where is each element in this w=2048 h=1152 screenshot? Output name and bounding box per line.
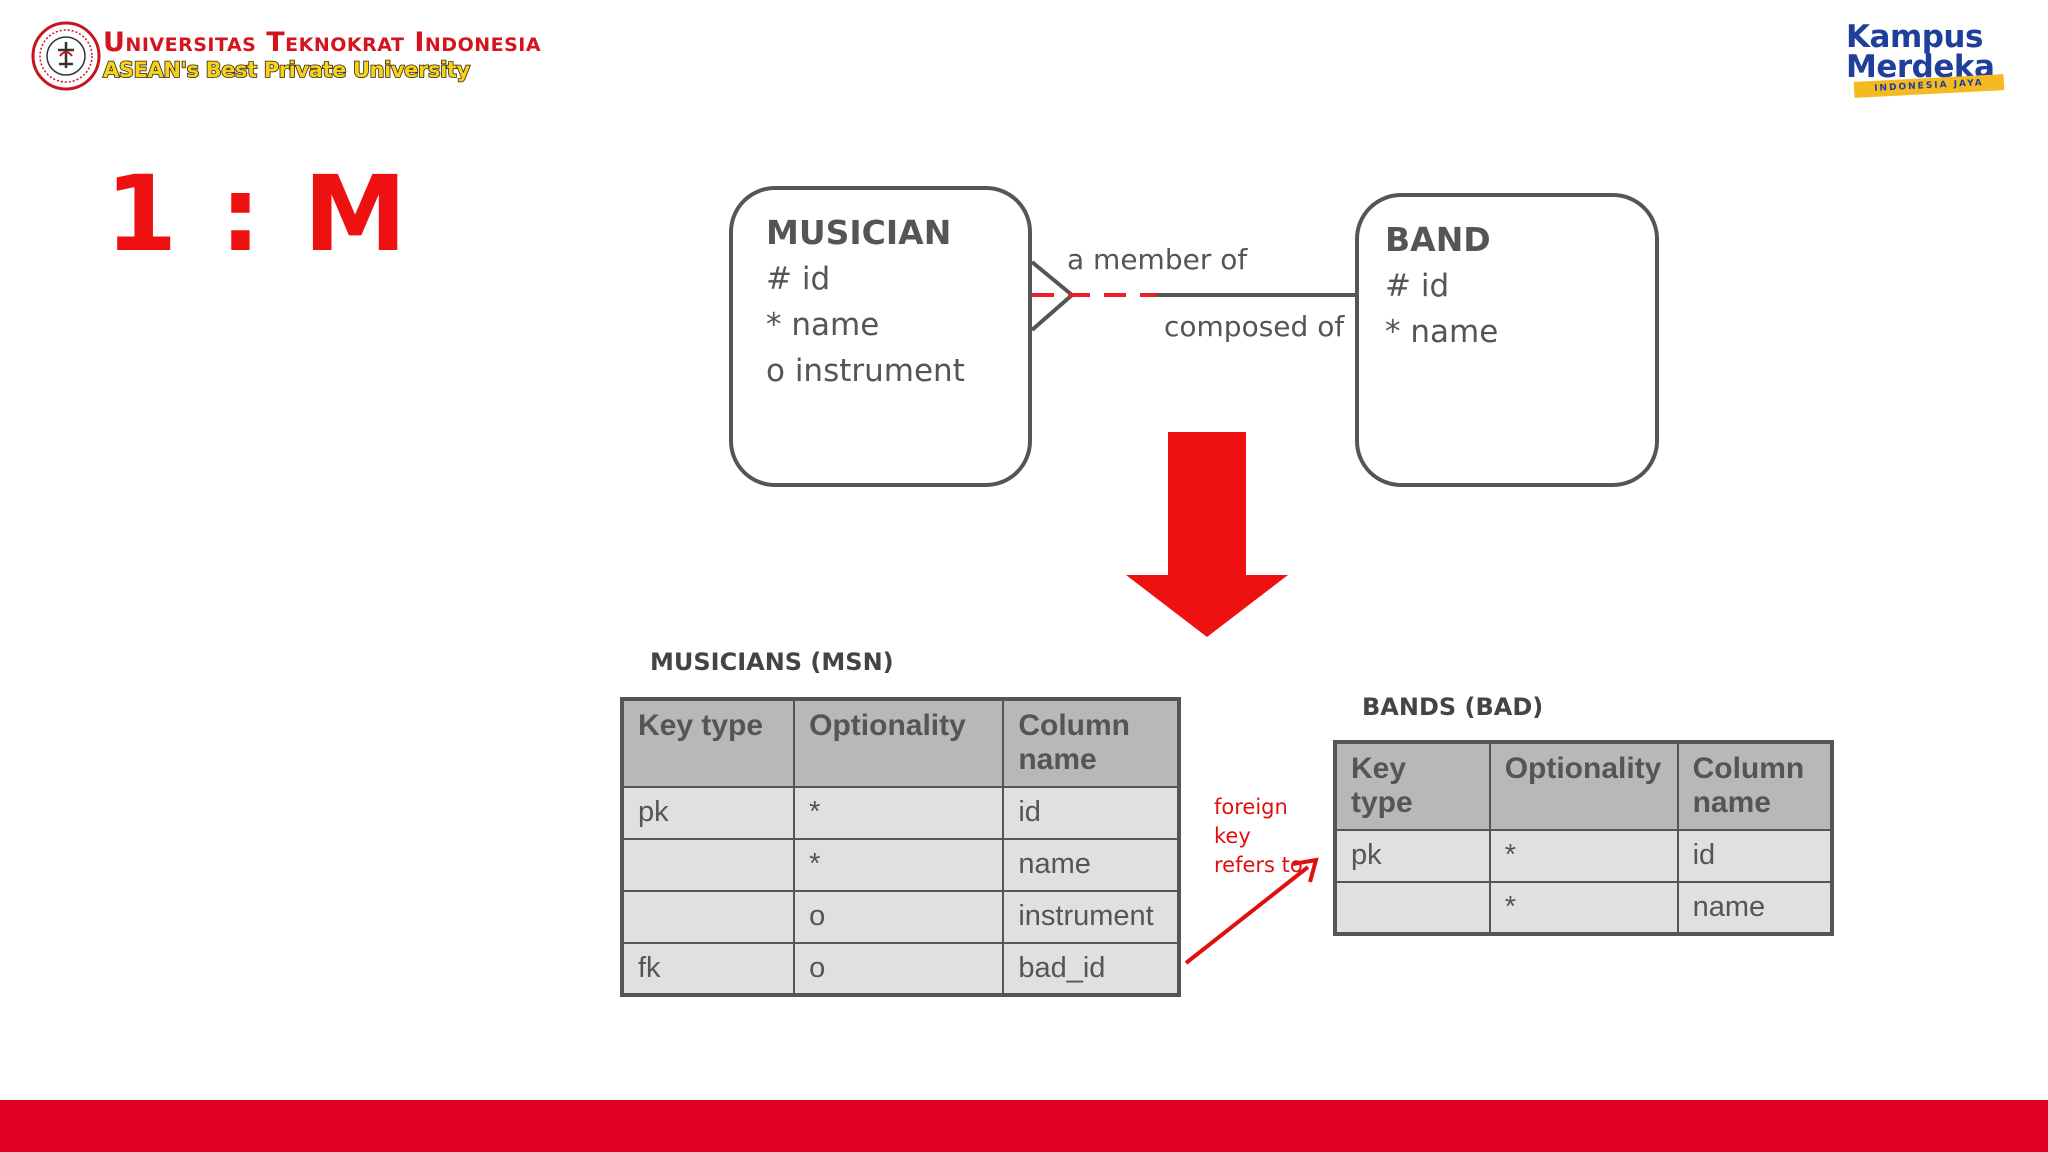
musicians-table: Key type Optionality Column name pk * id… [620, 697, 1181, 997]
foreign-key-arrowhead [1292, 857, 1319, 883]
table-row: * name [620, 838, 1180, 892]
cell-optionality: o [793, 942, 1005, 996]
column-header-column-name: Column name [1676, 741, 1834, 831]
entity-musician-title: MUSICIAN [766, 213, 952, 252]
cell-optionality: o [793, 890, 1005, 944]
cell-column-name: name [1676, 881, 1834, 935]
foreign-key-arrow-line [1184, 865, 1310, 965]
kampus-merdeka-logo: Kampus Merdeka INDONESIA JAYA [1840, 18, 2010, 104]
cell-optionality: * [1488, 829, 1679, 883]
entity-band: BAND # id * name [1355, 193, 1659, 487]
foreign-key-note: foreign key refers to [1214, 795, 1303, 877]
entity-band-attr-name: * name [1385, 314, 1499, 350]
cell-key-type: fk [620, 942, 796, 996]
cell-optionality: * [793, 786, 1005, 840]
cell-optionality: * [793, 838, 1005, 892]
column-header-key-type: Key type [620, 698, 796, 788]
table-row: * name [1334, 881, 1834, 935]
cell-optionality: * [1488, 881, 1679, 935]
column-header-column-name: Column name [1002, 698, 1180, 788]
entity-musician-attr-name: * name [766, 307, 880, 343]
cell-key-type [620, 838, 796, 892]
cell-column-name: bad_id [1002, 942, 1180, 996]
entity-band-title: BAND [1385, 220, 1491, 259]
footer-bar [0, 1100, 2048, 1152]
musicians-table-caption: MUSICIANS (MSN) [650, 648, 894, 676]
column-header-key-type: Key type [1334, 741, 1491, 831]
cell-column-name: id [1002, 786, 1180, 840]
university-seal-logo [31, 21, 101, 91]
cell-key-type: pk [620, 786, 796, 840]
cell-column-name: instrument [1002, 890, 1180, 944]
transform-arrow [1126, 432, 1288, 637]
bands-table-caption: BANDS (BAD) [1362, 693, 1544, 721]
cell-column-name: name [1002, 838, 1180, 892]
cell-key-type [620, 890, 796, 944]
kampus-merdeka-logo-line1: Kampus [1846, 19, 1983, 55]
entity-musician: MUSICIAN # id * name o instrument [729, 186, 1032, 487]
cell-column-name: id [1676, 829, 1834, 883]
cell-key-type: pk [1334, 829, 1491, 883]
table-row: o instrument [620, 890, 1180, 944]
table-row: pk * id [620, 786, 1180, 840]
entity-band-attr-id: # id [1385, 268, 1450, 304]
entity-musician-attr-id: # id [766, 261, 831, 297]
table-header-row: Key type Optionality Column name [1334, 741, 1834, 831]
column-header-optionality: Optionality [1488, 741, 1679, 831]
relation-type-title: 1 : M [105, 153, 410, 275]
university-name: Universitas Teknokrat Indonesia [103, 27, 542, 58]
relationship-label-member-of: a member of [1067, 243, 1248, 276]
table-header-row: Key type Optionality Column name [620, 698, 1180, 788]
entity-musician-attr-instrument: o instrument [766, 353, 965, 389]
table-row: pk * id [1334, 829, 1834, 883]
table-row: fk o bad_id [620, 942, 1180, 996]
university-tagline: ASEAN's Best Private University [102, 57, 471, 83]
column-header-optionality: Optionality [793, 698, 1005, 788]
bands-table: Key type Optionality Column name pk * id… [1333, 740, 1834, 936]
relationship-label-composed-of: composed of [1164, 310, 1345, 343]
cell-key-type [1334, 881, 1491, 935]
